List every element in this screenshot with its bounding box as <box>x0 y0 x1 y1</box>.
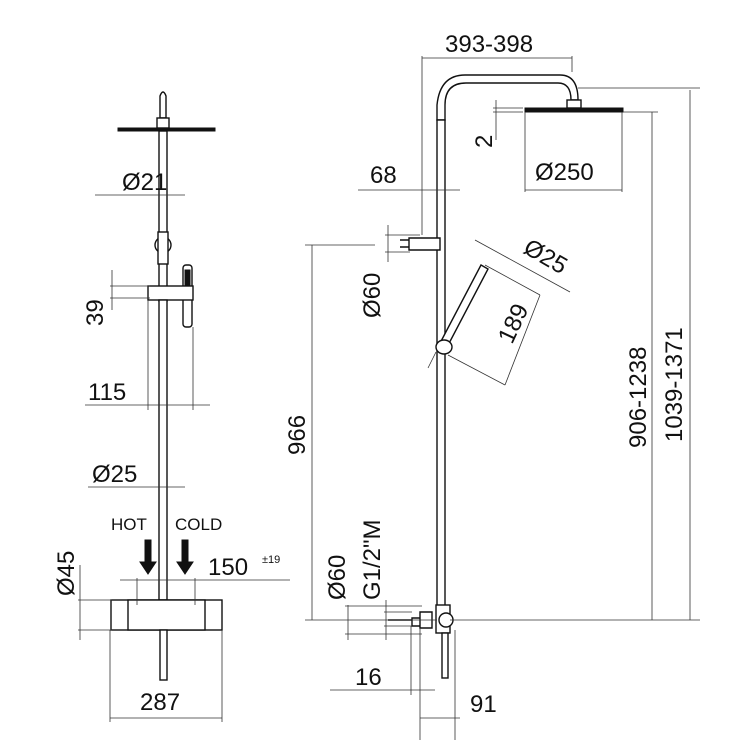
label-head-diameter: Ø250 <box>535 159 594 186</box>
label-inlet-flange-diameter: Ø60 <box>324 555 351 600</box>
dim-line-189 <box>447 264 541 386</box>
front-riser-upper <box>158 130 168 302</box>
label-cold: COLD <box>175 515 222 534</box>
side-head-connector <box>566 99 582 109</box>
dim-line-o45 <box>78 565 112 640</box>
label-hand-shower-offset: 115 <box>88 379 126 406</box>
dim-line-150 <box>120 578 290 605</box>
front-riser-lower <box>158 299 168 601</box>
label-wall-offset: 68 <box>370 162 397 189</box>
label-valve-depth: 91 <box>470 691 497 718</box>
front-outlet-pipe <box>159 629 168 681</box>
side-outlet-pipe <box>441 632 449 679</box>
label-hand-shower-length: 189 <box>493 300 534 348</box>
label-hot: HOT <box>111 515 147 534</box>
label-head-thickness: 2 <box>471 135 498 148</box>
dim-line-o60-inlet <box>345 605 422 640</box>
dim-line-91 <box>419 630 460 740</box>
label-mixer-width: 287 <box>140 689 180 716</box>
label-rod-diameter-bottom: Ø25 <box>92 461 137 488</box>
label-mixer-diameter: Ø45 <box>53 551 80 596</box>
label-inlet-spacing: 150 <box>208 554 248 581</box>
cold-arrow-icon <box>176 539 194 575</box>
label-bracket-diameter: Ø60 <box>359 273 386 318</box>
side-view: 393-398 2 68 Ø250 Ø60 Ø25 189 966 906-12… <box>284 31 700 740</box>
dim-line-1039-1371 <box>450 87 700 621</box>
front-mixer-center <box>127 599 206 631</box>
label-inlet-offset: 16 <box>355 664 382 691</box>
dim-line-o250 <box>524 112 623 192</box>
side-wall-bracket <box>400 237 441 251</box>
front-head-connector <box>156 117 170 129</box>
front-view: Ø21 39 115 Ø25 HOT COLD 150 ±19 Ø45 287 <box>53 91 290 722</box>
label-total-height: 1039-1371 <box>661 327 688 442</box>
label-head-height: 906-1238 <box>625 347 652 448</box>
dim-line-287 <box>109 630 223 722</box>
front-riser-top-sleeve <box>157 231 169 265</box>
dim-line-906-1238 <box>623 111 658 620</box>
dim-line-16 <box>330 626 435 695</box>
label-lower-height: 966 <box>284 415 311 455</box>
dim-line-g12 <box>384 600 412 640</box>
dim-line-head-2 <box>493 100 523 140</box>
label-rod-diameter-top: Ø21 <box>122 169 167 196</box>
hot-arrow-icon <box>139 539 157 575</box>
dim-line-393-398 <box>421 56 573 235</box>
label-thread: G1/2"M <box>359 519 386 600</box>
dim-line-o60-bracket <box>385 225 420 262</box>
label-hand-shower-diameter: Ø25 <box>519 234 572 280</box>
label-inlet-tolerance: ±19 <box>262 554 280 566</box>
side-shower-head <box>524 107 624 113</box>
label-arm-reach: 393-398 <box>445 31 533 58</box>
dim-line-115 <box>85 300 210 410</box>
dim-line-o25-hand <box>474 239 571 293</box>
side-shower-arm <box>436 74 579 121</box>
dim-line-966 <box>305 244 437 621</box>
side-hose-hint <box>427 351 437 369</box>
label-slider-offset: 39 <box>82 299 109 326</box>
front-shower-arm <box>159 91 167 119</box>
dim-line-39 <box>110 270 150 310</box>
front-slider <box>147 285 194 301</box>
side-riser <box>436 119 446 611</box>
side-slider <box>435 339 453 355</box>
